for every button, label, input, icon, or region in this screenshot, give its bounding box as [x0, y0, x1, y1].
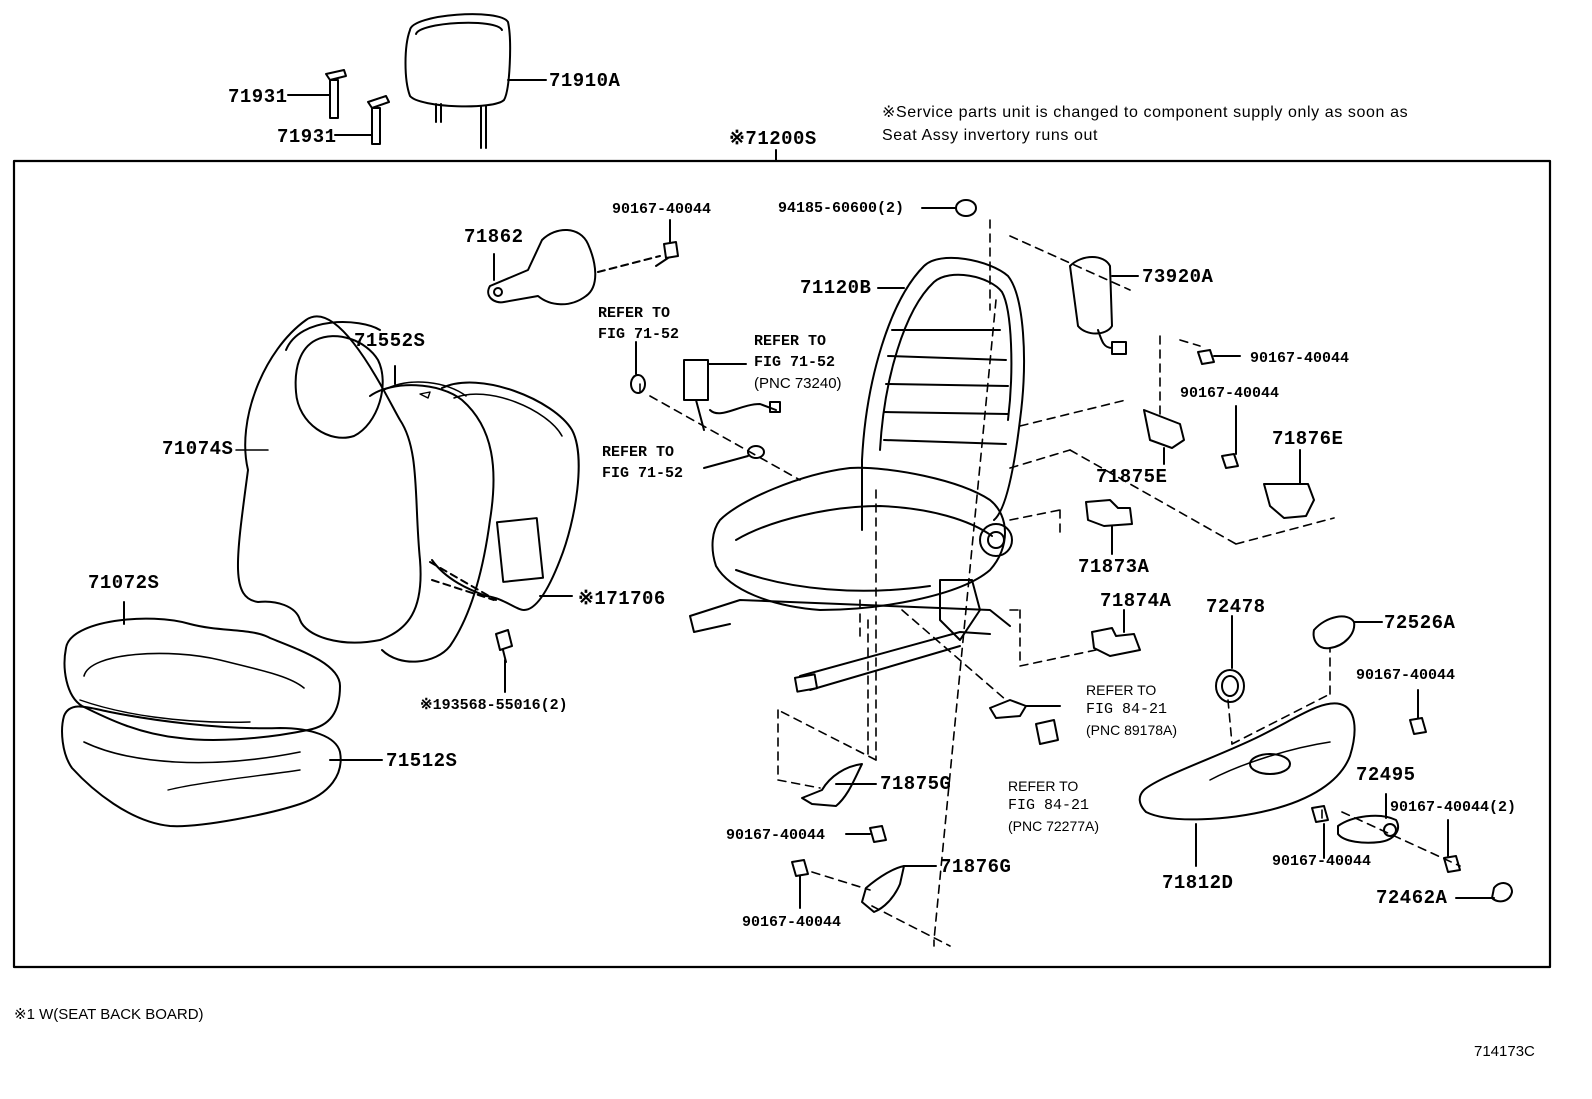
clip-94185 — [921, 199, 977, 217]
footnote: ※1 W(SEAT BACK BOARD) — [14, 1006, 204, 1023]
seat-belt-buckle — [630, 341, 781, 469]
part-73920A: 73920A — [1142, 266, 1214, 288]
bracket-71874A — [1091, 609, 1141, 657]
refer-fig-71-52-a: REFER TO FIG 71-52 — [598, 305, 680, 343]
bolt-90167-right1 — [1197, 349, 1241, 365]
part-71931-a: 71931 — [228, 86, 288, 108]
part-90167-r3: 90167-40044 — [1356, 667, 1456, 684]
lever-72526A — [1312, 615, 1383, 650]
refer-fig-71-52-c: REFER TO FIG 71-52 — [602, 444, 684, 482]
part-71876G: 71876G — [940, 856, 1012, 878]
part-71120B: 71120B — [800, 277, 872, 299]
bolt-90167-midleft — [845, 825, 887, 843]
part-90167-r2: 90167-40044 — [1180, 385, 1280, 402]
part-193568: ※193568-55016(2) — [420, 697, 568, 714]
headrest-71910A — [404, 13, 547, 149]
bolt-90167-right2 — [1221, 405, 1239, 469]
part-72462A: 72462A — [1376, 887, 1448, 909]
cover-71875E — [1143, 409, 1185, 465]
part-171706: ※171706 — [578, 588, 666, 610]
part-71512S: 71512S — [386, 750, 458, 772]
part-94185: 94185-60600(2) — [778, 200, 905, 217]
seat-cushion-cover-71072S — [63, 601, 341, 741]
assembly-label: ※71200S — [729, 128, 817, 150]
knob-72478 — [1215, 615, 1245, 703]
assembly-guide-lines — [639, 219, 1461, 947]
part-90167-r1: 90167-40044 — [1250, 350, 1350, 367]
part-71812D: 71812D — [1162, 872, 1234, 894]
part-71875G: 71875G — [880, 773, 952, 795]
seatback-cover-71074S — [235, 315, 422, 644]
part-90167-bot: 90167-40044 — [742, 914, 842, 931]
part-72495: 72495 — [1356, 764, 1416, 786]
bracket-71873A — [1085, 499, 1133, 555]
assembly-frame — [12, 159, 1552, 969]
bolt-90167-top — [655, 219, 679, 267]
figure-id: 714173C — [1474, 1043, 1535, 1060]
refer-fig-71-52-b: REFER TO FIG 71-52 (PNC 73240) — [754, 333, 842, 392]
lever-72495 — [1337, 793, 1399, 844]
part-71074S: 71074S — [162, 438, 234, 460]
side-airbag-73920A — [1069, 256, 1139, 355]
bolt-90167-lower — [1311, 805, 1461, 873]
part-71875E: 71875E — [1096, 466, 1168, 488]
part-90167-top: 90167-40044 — [612, 201, 712, 218]
part-72478: 72478 — [1206, 596, 1266, 618]
seat-shield-71812D — [1138, 702, 1356, 867]
seat-cushion-pad-71512S — [61, 705, 383, 828]
hinge-cover-71862 — [487, 229, 661, 306]
part-71910A: 71910A — [549, 70, 621, 92]
part-71862: 71862 — [464, 226, 524, 248]
part-71072S: 71072S — [88, 572, 160, 594]
screw-193568 — [429, 561, 513, 693]
part-90167-r5: 90167-40044 — [1272, 853, 1372, 870]
cover-71876E — [1263, 449, 1315, 519]
service-note-line1: ※Service parts unit is changed to compon… — [882, 104, 1409, 121]
connectors — [989, 699, 1061, 745]
seatback-pad-71552S — [369, 365, 495, 663]
service-note-line2: Seat Assy invertory runs out — [882, 127, 1099, 144]
refer-fig-84-21-a: REFER TO FIG 84-21 (PNC 89178A) — [1086, 682, 1178, 738]
seat-frame-71120B — [689, 257, 1025, 693]
part-72526A: 72526A — [1384, 612, 1456, 634]
seatback-board-171706 — [431, 381, 580, 611]
cover-71875G — [801, 763, 877, 807]
part-90167-mid: 90167-40044 — [726, 827, 826, 844]
part-90167-r4: 90167-40044(2) — [1390, 799, 1517, 816]
part-71873A: 71873A — [1078, 556, 1150, 578]
part-71874A: 71874A — [1100, 590, 1172, 612]
cover-71876G — [861, 865, 937, 913]
part-71552S: 71552S — [354, 330, 426, 352]
headrest-support-71931 — [287, 69, 390, 145]
part-71876E: 71876E — [1272, 428, 1344, 450]
cap-72462A — [1455, 882, 1513, 903]
refer-fig-84-21-b: REFER TO FIG 84-21 (PNC 72277A) — [1008, 778, 1100, 834]
part-71931-b: 71931 — [277, 126, 337, 148]
bolt-90167-right3 — [1409, 689, 1427, 735]
bolt-90167-bottom — [791, 859, 809, 909]
